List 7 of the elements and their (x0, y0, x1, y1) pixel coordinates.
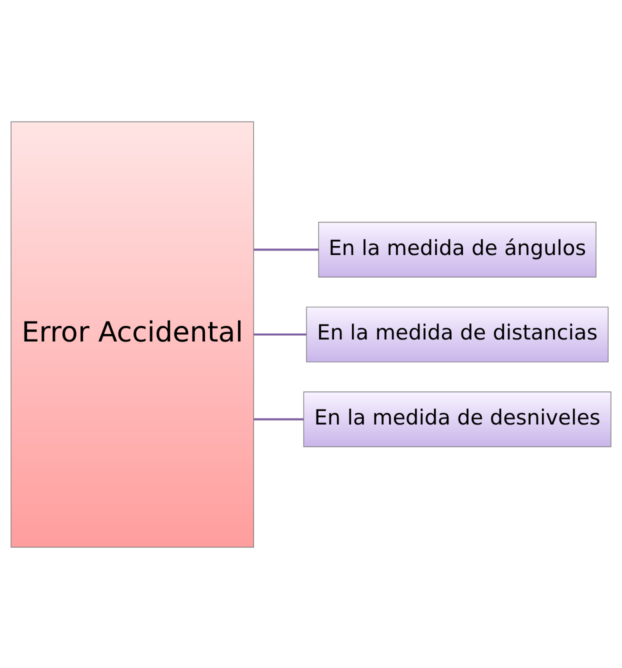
connector (254, 332, 306, 336)
connector (254, 248, 318, 250)
node-box: En la medida de distancias (306, 306, 609, 362)
node-box: En la medida de ángulos (318, 221, 596, 277)
connector (254, 418, 304, 420)
node-box: Error Accidental (10, 120, 254, 548)
node-box: En la medida de desniveles (303, 391, 612, 447)
